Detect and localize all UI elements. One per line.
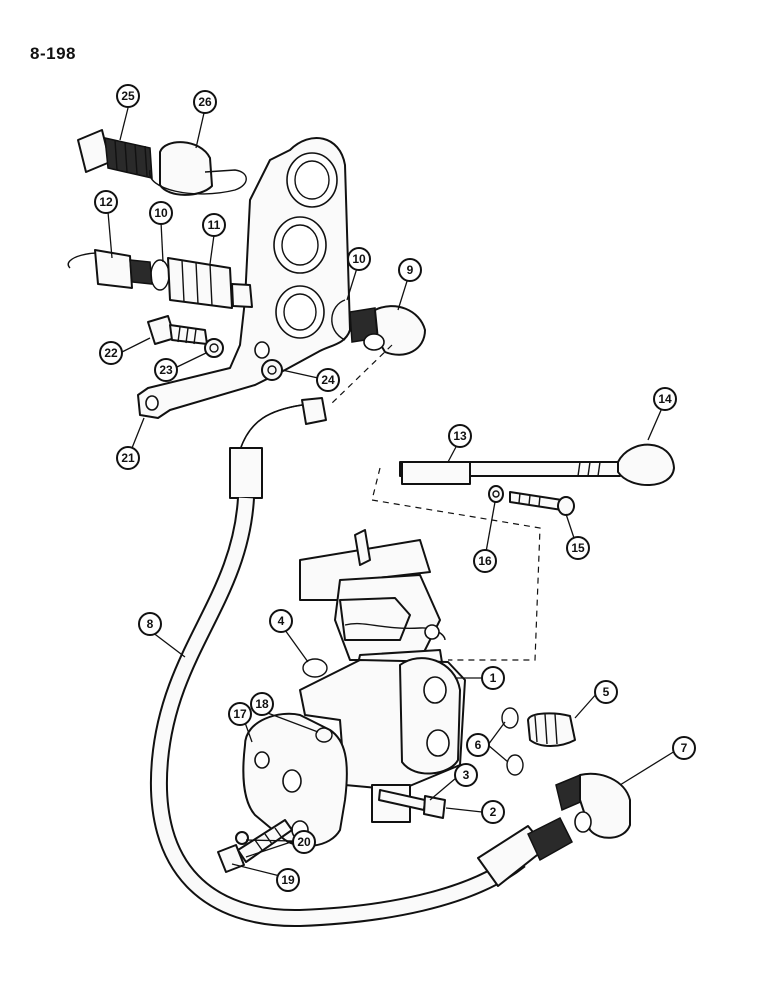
- svg-text:10: 10: [352, 252, 366, 266]
- svg-text:9: 9: [407, 263, 414, 277]
- svg-text:4: 4: [278, 614, 285, 628]
- callout-6: 6: [466, 733, 490, 757]
- callout-11: 11: [202, 213, 226, 237]
- svg-text:21: 21: [121, 451, 135, 465]
- dashed-guide-13: [371, 467, 541, 661]
- snap-ring-10: [150, 259, 170, 291]
- callout-13: 13: [448, 424, 472, 448]
- washer-24: [261, 359, 283, 381]
- svg-text:17: 17: [233, 707, 247, 721]
- o-ring-6-lower: [506, 754, 524, 776]
- svg-text:24: 24: [321, 373, 335, 387]
- callout-16: 16: [473, 549, 497, 573]
- leader-lines: [107, 107, 676, 877]
- callout-19: 19: [276, 868, 300, 892]
- callout-22: 22: [99, 341, 123, 365]
- svg-text:18: 18: [255, 697, 269, 711]
- callout-25: 25: [116, 84, 140, 108]
- o-ring-6-upper: [501, 707, 519, 729]
- svg-text:2: 2: [490, 805, 497, 819]
- screw-15: [509, 491, 575, 516]
- callout-10-left: 10: [149, 201, 173, 225]
- svg-text:16: 16: [478, 554, 492, 568]
- svg-text:25: 25: [121, 89, 135, 103]
- dust-cap-26: [149, 141, 247, 196]
- svg-text:11: 11: [208, 218, 221, 232]
- hose-8: [149, 397, 573, 928]
- bolt-3: [378, 789, 446, 819]
- knob-14: [617, 443, 675, 486]
- callout-14: 14: [653, 387, 677, 411]
- snap-ring-10-right: [331, 299, 346, 341]
- callout-21: 21: [116, 446, 140, 470]
- coupler-25: [77, 129, 153, 179]
- callout-7: 7: [672, 736, 696, 760]
- callout-23: 23: [154, 358, 178, 382]
- svg-text:23: 23: [159, 363, 173, 377]
- svg-text:20: 20: [297, 835, 311, 849]
- callout-18: 18: [250, 692, 274, 716]
- elbow-fitting-7: [555, 772, 631, 839]
- dashed-guide-9: [329, 344, 393, 406]
- svg-text:26: 26: [198, 95, 212, 109]
- flange-17: [242, 712, 348, 847]
- callout-17: 17: [228, 702, 252, 726]
- callout-15: 15: [566, 536, 590, 560]
- callout-8: 8: [138, 612, 162, 636]
- callout-9: 9: [398, 258, 422, 282]
- svg-text:12: 12: [99, 195, 113, 209]
- washer-20: [235, 831, 249, 845]
- callout-26: 26: [193, 90, 217, 114]
- rod-13: [399, 461, 621, 485]
- coupler-body-11: [167, 257, 253, 309]
- o-ring-4: [302, 658, 328, 678]
- washer-16: [488, 485, 504, 503]
- callout-24: 24: [316, 368, 340, 392]
- svg-text:3: 3: [463, 768, 470, 782]
- o-ring-18: [315, 727, 333, 743]
- svg-text:5: 5: [603, 685, 610, 699]
- svg-text:8: 8: [147, 617, 154, 631]
- coupler-12: [67, 249, 153, 289]
- svg-text:14: 14: [658, 392, 672, 406]
- callout-4: 4: [269, 609, 293, 633]
- svg-text:13: 13: [453, 429, 467, 443]
- svg-text:15: 15: [571, 541, 585, 555]
- callout-2: 2: [481, 800, 505, 824]
- callout-12: 12: [94, 190, 118, 214]
- valve-body-1: [299, 529, 466, 823]
- callout-5: 5: [594, 680, 618, 704]
- svg-text:1: 1: [490, 671, 497, 685]
- svg-text:22: 22: [104, 346, 118, 360]
- bolt-22: [147, 315, 208, 345]
- mounting-bracket: [137, 137, 351, 419]
- plug-5: [527, 712, 576, 747]
- washer-23: [204, 338, 224, 358]
- page-code: 8-198: [30, 44, 76, 63]
- callout-20: 20: [292, 830, 316, 854]
- callout-10-right: 10: [347, 247, 371, 271]
- svg-text:10: 10: [154, 206, 168, 220]
- svg-text:6: 6: [475, 738, 482, 752]
- svg-text:19: 19: [281, 873, 295, 887]
- callout-1: 1: [481, 666, 505, 690]
- callout-3: 3: [454, 763, 478, 787]
- elbow-fitting-9: [349, 305, 426, 356]
- svg-text:7: 7: [681, 741, 688, 755]
